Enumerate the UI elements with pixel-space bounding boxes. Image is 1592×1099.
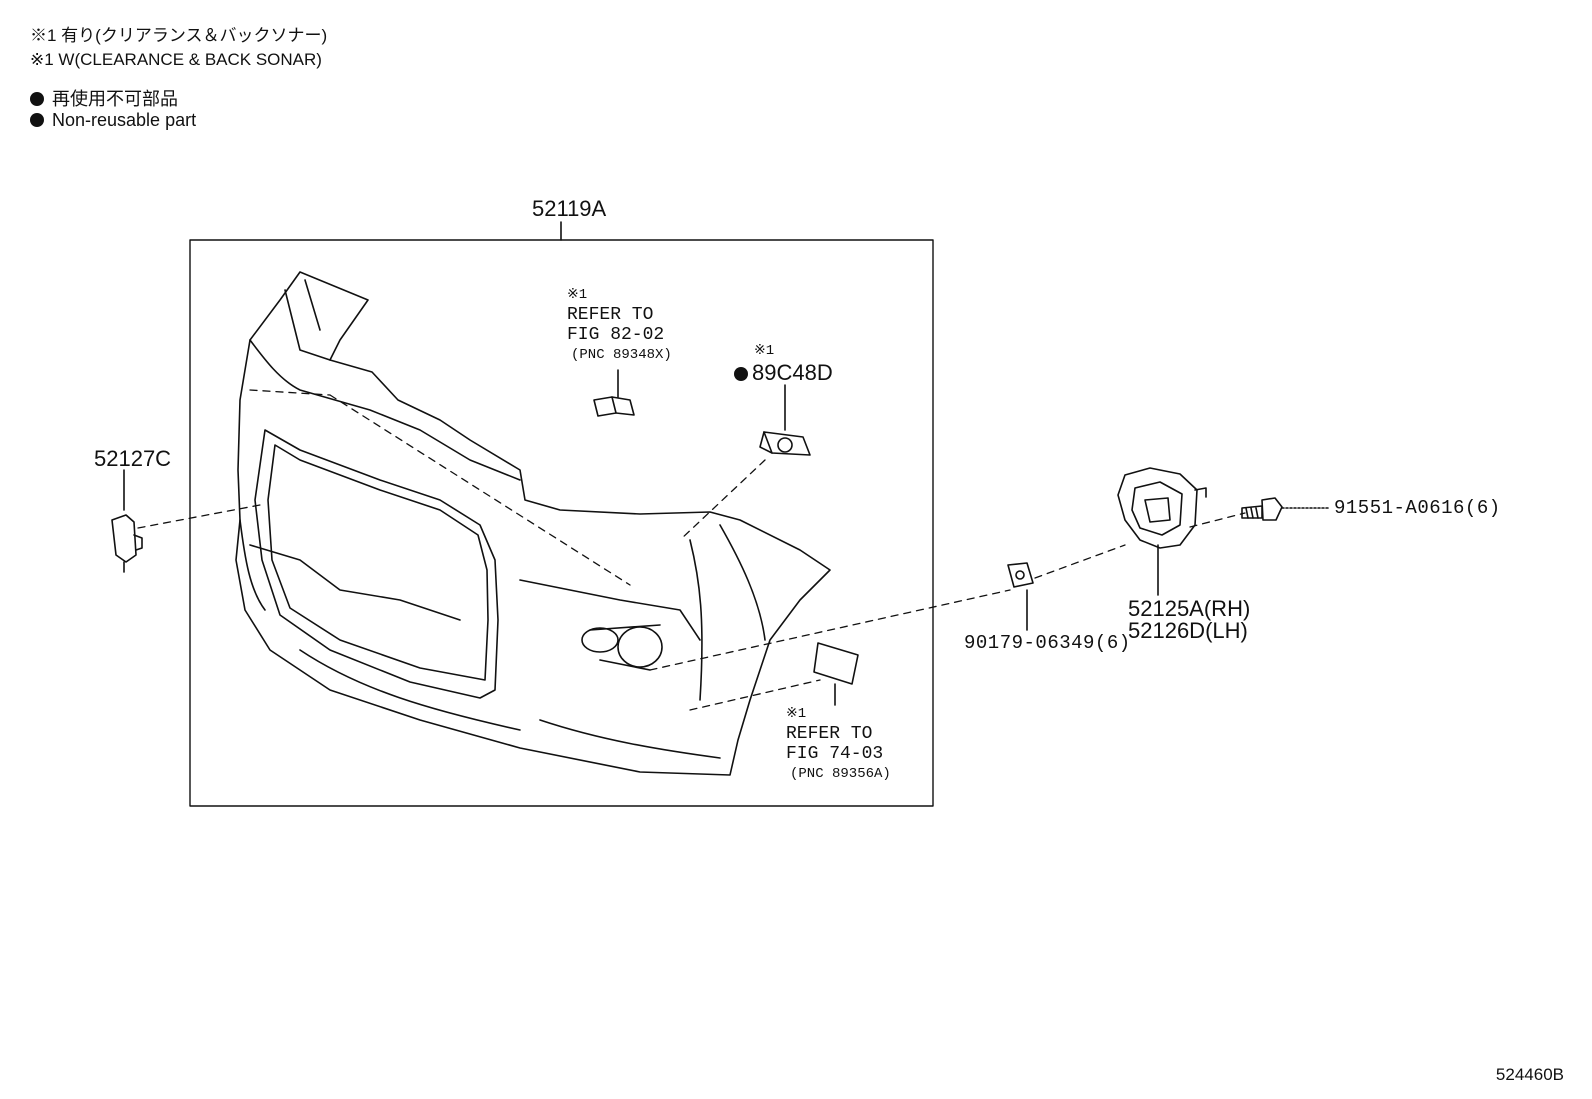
leader-ref-lower (689, 679, 821, 711)
label-91551: 91551-A0616(6) (1334, 497, 1501, 519)
label-90179: 90179-06349(6) (964, 632, 1131, 654)
leader-52127c (137, 504, 261, 529)
ref-clip-upper-drawing (593, 369, 635, 417)
ref-lower-mark: ※1 (786, 706, 807, 722)
note-clearance-en: ※1 W(CLEARANCE & BACK SONAR) (30, 50, 322, 69)
sensor-drawing (759, 431, 811, 456)
ref-cap-lower-drawing (813, 642, 859, 685)
ref-lower-line1: REFER TO (786, 724, 873, 744)
ref-upper: ※1 REFER TO FIG 82-02 (PNC 89348X) (567, 285, 672, 365)
nut-drawing (1007, 562, 1034, 588)
ref-upper-line3: (PNC 89348X) (571, 347, 672, 363)
ref-lower-line2: FIG 74-03 (786, 744, 884, 764)
screw-drawing (1241, 497, 1283, 521)
legend-label-en: Non-reusable part (52, 110, 197, 130)
ref-upper-line1: REFER TO (567, 305, 654, 325)
legend-nonreusable-jp: 再使用不可部品 (30, 85, 178, 111)
legend-nonreusable-en: Non-reusable part (30, 110, 196, 131)
nonreusable-dot-icon (30, 113, 44, 127)
ref-upper-line2: FIG 82-02 (567, 325, 665, 345)
sensor-note: ※1 (754, 343, 775, 359)
label-52119a: 52119A (532, 196, 607, 221)
label-52125a: 52125A(RH) (1128, 596, 1251, 621)
figure-id: 524460B (1495, 1065, 1564, 1084)
grille-clip-drawing (111, 514, 143, 573)
nonreusable-dot-icon (30, 92, 44, 106)
note-clearance-jp: ※1 有り(クリアランス＆バックソナー) (30, 26, 328, 45)
label-89c48d: 89C48D (734, 360, 833, 386)
ref-lower: ※1 REFER TO FIG 74-03 (PNC 89356A) (786, 704, 891, 784)
legend-label-jp: 再使用不可部品 (52, 89, 178, 109)
ref-lower-line3: (PNC 89356A) (790, 766, 891, 782)
bumper-cover-drawing (235, 271, 831, 776)
label-52127c: 52127C (94, 446, 172, 471)
nonreusable-dot-icon (734, 367, 748, 381)
ref-upper-mark: ※1 (567, 287, 588, 303)
label-52126d: 52126D(LH) (1128, 618, 1248, 643)
leader-89c48d (679, 459, 766, 541)
leader-90179 (649, 589, 1011, 671)
bracket-drawing (1117, 467, 1207, 549)
leader-lines (137, 389, 1246, 711)
